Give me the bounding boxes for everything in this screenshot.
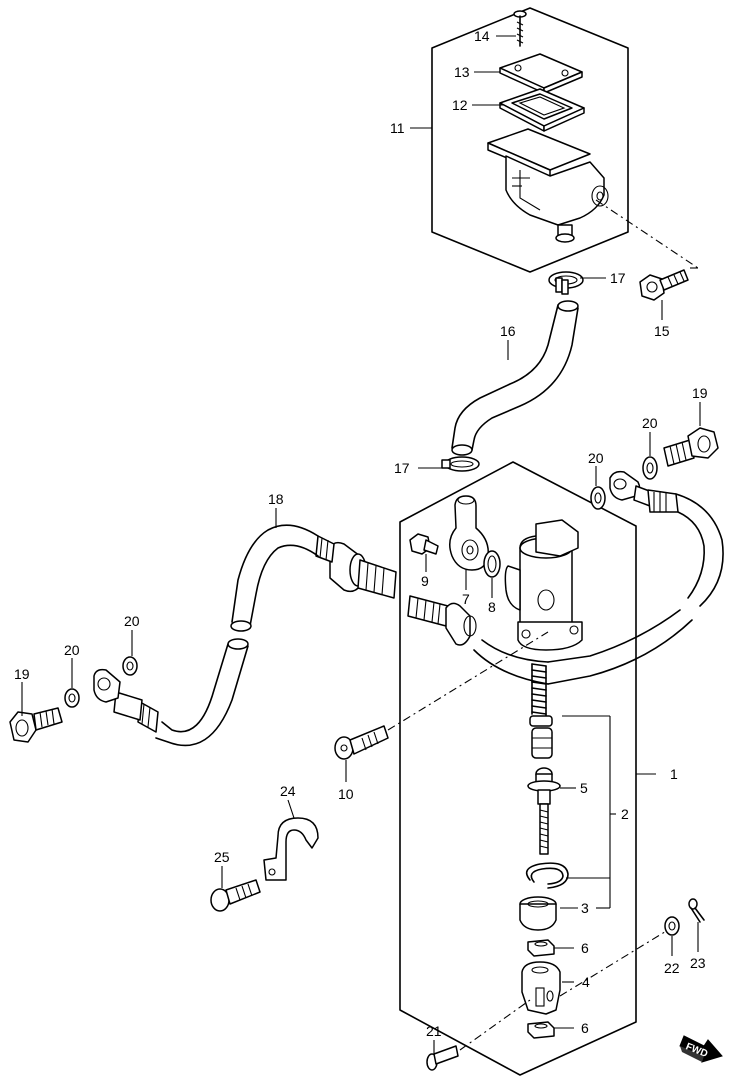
screw-14 [513, 10, 527, 47]
callout-21: 21 [426, 1023, 442, 1039]
hose-16 [451, 300, 579, 456]
washer-20-right-a [590, 486, 606, 510]
callout-2: 2 [621, 806, 629, 822]
clevis-4 [521, 961, 561, 1015]
cotter-pin-23 [688, 898, 705, 923]
nut-6-upper [527, 939, 555, 957]
callout-24: 24 [280, 783, 296, 799]
callout-16: 16 [500, 323, 516, 339]
bolt-9 [409, 533, 439, 555]
clevis-pin-21 [426, 1045, 459, 1071]
reservoir-body-11 [487, 128, 609, 243]
hose-end-fitting-18 [407, 595, 477, 646]
callout-20-right: 20 [588, 450, 604, 466]
hose-clamp-17-top [548, 271, 584, 295]
master-cylinder-group-box [399, 461, 637, 1076]
callout-13: 13 [454, 64, 470, 80]
callout-18: 18 [268, 491, 284, 507]
callout-10: 10 [338, 786, 354, 802]
cap-13 [499, 53, 583, 94]
brake-hose-right [473, 470, 724, 685]
bracket-24 [263, 817, 319, 881]
reservoir-group-box [431, 7, 629, 273]
callout-labels: 1 2 3 4 5 6 6 7 8 9 10 11 12 13 14 15 16… [14, 28, 708, 1039]
push-rod-5 [527, 767, 561, 855]
callout-5: 5 [580, 780, 588, 796]
circlip [525, 862, 569, 889]
callout-4: 4 [582, 974, 590, 990]
bolt-15 [639, 269, 689, 301]
callout-20-right-top: 20 [642, 415, 658, 431]
leader-lines [21, 35, 701, 1054]
callout-19-right: 19 [692, 385, 708, 401]
diaphragm-12 [499, 88, 585, 132]
union-fitting-7 [449, 495, 489, 571]
callout-20-left: 20 [64, 642, 80, 658]
callout-17-top: 17 [610, 270, 626, 286]
banjo-bolt-19-left [9, 707, 63, 743]
banjo-bolt-19-right [663, 427, 719, 467]
callout-1: 1 [670, 766, 678, 782]
spring [531, 663, 547, 717]
callout-7: 7 [462, 591, 470, 607]
callout-9: 9 [421, 573, 429, 589]
bolt-10 [334, 725, 389, 760]
boot-3 [519, 896, 557, 931]
bolt-25 [210, 879, 261, 912]
hose-18 [93, 524, 397, 747]
washer-22 [664, 916, 680, 936]
washer-20-left-b [64, 688, 80, 708]
callout-23: 23 [690, 955, 706, 971]
callout-14: 14 [474, 28, 490, 44]
callout-3: 3 [581, 900, 589, 916]
callout-17-bottom: 17 [394, 460, 410, 476]
piston-kit-2 [529, 715, 553, 759]
o-ring-8 [483, 550, 501, 578]
callout-19-left: 19 [14, 666, 30, 682]
forward-arrow-icon: FWD [679, 1035, 723, 1063]
callout-12: 12 [452, 97, 468, 113]
callout-25: 25 [214, 849, 230, 865]
master-cylinder-body-1 [504, 519, 583, 651]
washer-20-left-a [122, 656, 138, 676]
hose-clamp-17-bottom [441, 456, 480, 472]
callout-20-left-top: 20 [124, 613, 140, 629]
callout-15: 15 [654, 323, 670, 339]
washer-20-right-b [642, 456, 658, 480]
callout-6-lower: 6 [581, 1020, 589, 1036]
callout-11: 11 [390, 120, 405, 136]
callout-6-upper: 6 [581, 940, 589, 956]
callout-22: 22 [664, 960, 680, 976]
callout-8: 8 [488, 599, 496, 615]
nut-6-lower [527, 1021, 555, 1039]
